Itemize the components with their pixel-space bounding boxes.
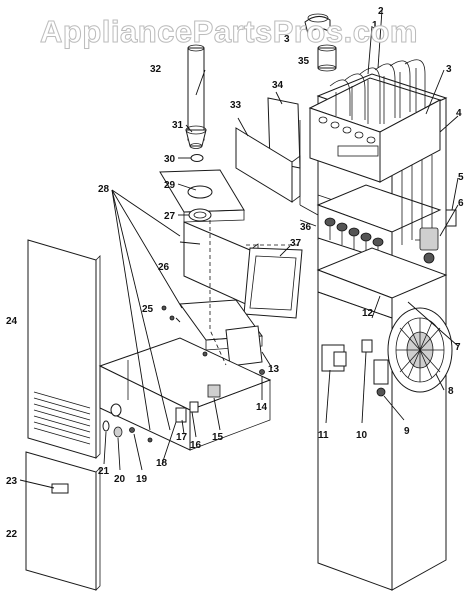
- callout-36: 36: [300, 222, 312, 233]
- inducer-elbow: [304, 13, 331, 35]
- vent-gasket: [190, 154, 204, 162]
- callout-17: 17: [176, 432, 188, 443]
- callout-22: 22: [6, 529, 18, 540]
- callout-29: 29: [164, 180, 176, 191]
- gas-valve: [415, 227, 439, 264]
- access-panel: [243, 247, 303, 319]
- callout-27: 27: [164, 211, 176, 222]
- callout-6: 6: [458, 198, 464, 209]
- callout-18: 18: [156, 458, 168, 469]
- vent-collar: [185, 125, 207, 149]
- callout-19: 19: [136, 474, 148, 485]
- callout-11: 11: [318, 430, 329, 441]
- callout-28: 28: [98, 184, 110, 195]
- callout-14: 14: [256, 402, 268, 413]
- callout-3-top: 3: [284, 34, 290, 45]
- callout-7: 7: [455, 342, 461, 353]
- callout-24: 24: [6, 316, 18, 327]
- callout-37: 37: [290, 238, 302, 249]
- callout-20: 20: [114, 474, 126, 485]
- motor-mount: [373, 359, 389, 397]
- callout-12: 12: [362, 308, 374, 319]
- callout-31: 31: [172, 120, 184, 131]
- callout-3-right: 3: [446, 64, 452, 75]
- callout-5: 5: [458, 172, 464, 183]
- heat-exchanger: [308, 59, 442, 221]
- callout-8: 8: [448, 386, 454, 397]
- watermark-logo: AppliancePartsPros.com: [40, 14, 418, 50]
- pressure-switch: [445, 209, 457, 227]
- blower-assembly: [387, 307, 453, 393]
- leader-lines: [19, 9, 459, 489]
- callout-25: 25: [142, 304, 154, 315]
- lower-door: [25, 451, 101, 591]
- burner-assembly: [316, 155, 442, 263]
- rating-label: [51, 483, 69, 494]
- callout-26: 26: [158, 262, 170, 273]
- callout-9: 9: [404, 426, 410, 437]
- callout-21: 21: [98, 466, 110, 477]
- upper-door: [27, 239, 101, 459]
- callout-30: 30: [164, 154, 176, 165]
- callout-13: 13: [268, 364, 280, 375]
- callout-10: 10: [356, 430, 368, 441]
- control-board: [321, 339, 373, 372]
- callout-34: 34: [272, 80, 284, 91]
- base-pan: [98, 337, 272, 451]
- vent-coupling: [317, 44, 337, 72]
- callout-2: 2: [378, 6, 384, 17]
- callout-4: 4: [456, 108, 462, 119]
- blower-divider: [316, 247, 448, 319]
- panel-33: [235, 127, 301, 203]
- callout-labels: 2 3 35 1 3 4 5 6 7 8 9 10 11 12 13 14 15…: [6, 6, 464, 540]
- callout-23: 23: [6, 476, 18, 487]
- callout-32: 32: [150, 64, 162, 75]
- callout-1: 1: [372, 20, 378, 31]
- gasket-ring: [188, 208, 212, 222]
- callout-35: 35: [298, 56, 310, 67]
- callout-33: 33: [230, 100, 242, 111]
- callout-16: 16: [190, 440, 202, 451]
- lower-bracket: [179, 299, 263, 367]
- hardware: [102, 305, 265, 443]
- callout-15: 15: [212, 432, 224, 443]
